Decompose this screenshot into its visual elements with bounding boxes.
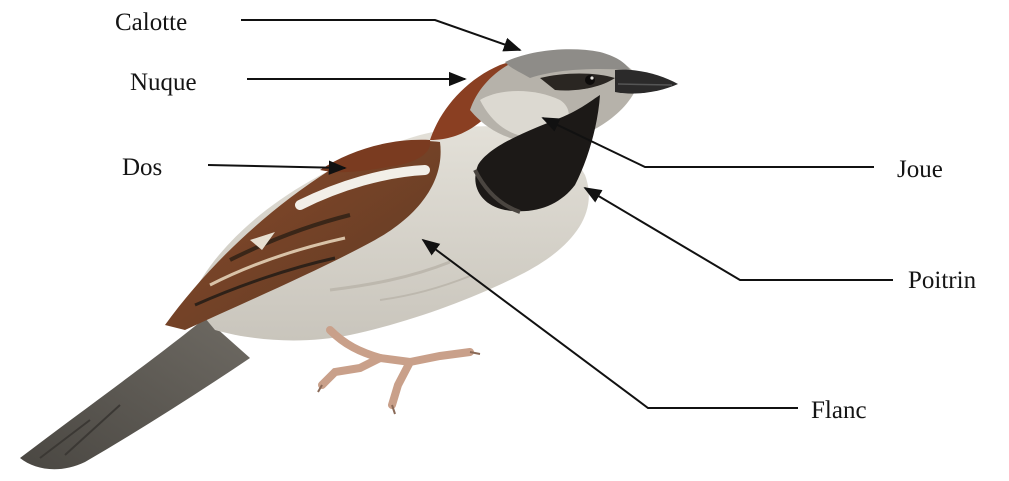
arrow-poitrin [585, 188, 893, 280]
label-poitrin: Poitrin [908, 268, 976, 293]
beak-shape [615, 70, 678, 94]
leg-shape [322, 330, 470, 405]
label-calotte: Calotte [115, 10, 187, 35]
label-flanc: Flanc [811, 398, 867, 423]
label-nuque: Nuque [130, 70, 197, 95]
arrow-calotte [241, 20, 520, 50]
house-sparrow-icon [20, 49, 678, 469]
label-dos: Dos [122, 155, 162, 180]
arrow-dos [208, 165, 345, 168]
label-joue: Joue [897, 157, 943, 182]
